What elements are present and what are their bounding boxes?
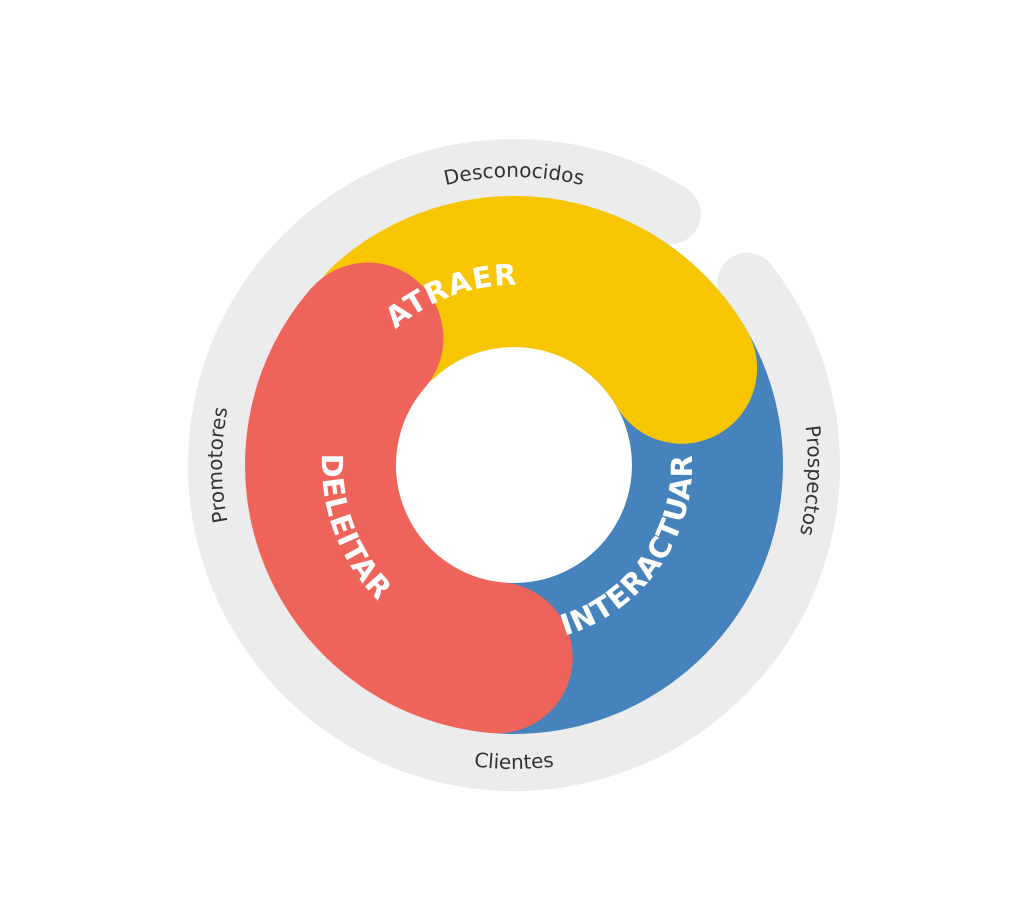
segment-deleitar bbox=[245, 262, 573, 734]
outer-ring bbox=[188, 139, 840, 791]
label-clientes: Clientes bbox=[473, 747, 555, 774]
